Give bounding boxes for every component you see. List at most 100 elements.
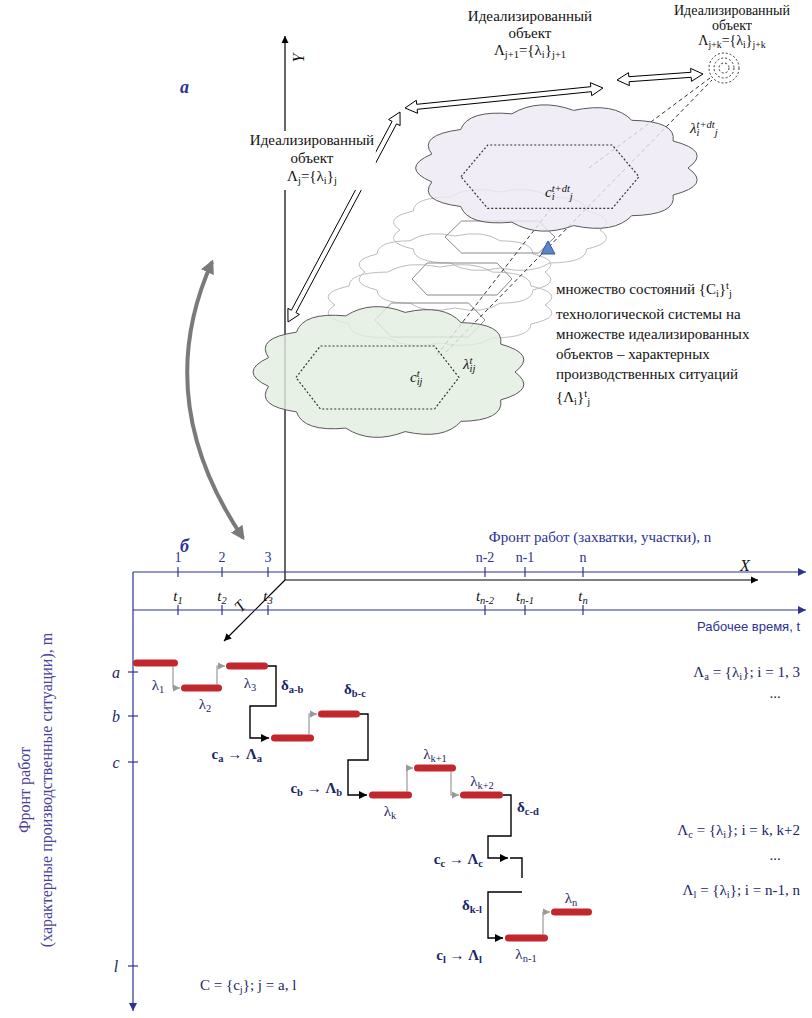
front-axis	[133, 571, 806, 572]
text-run: i	[542, 49, 545, 60]
work-bar	[551, 909, 592, 916]
text-run: t	[469, 355, 472, 366]
label-text: δb-c	[344, 680, 366, 703]
text-run: c	[440, 858, 445, 869]
text-run: t	[726, 280, 729, 291]
text-run: объектов – характерных	[556, 346, 710, 362]
x-axis	[285, 579, 758, 580]
target-circle	[714, 58, 734, 78]
label-text: λ2	[199, 695, 212, 718]
label-text: Фронт работ (захватки, участки), n	[489, 528, 711, 546]
label-text: t2	[217, 587, 226, 610]
text-run: Идеализированный	[250, 132, 374, 148]
tick	[267, 605, 268, 615]
text-run: n-2	[480, 595, 494, 606]
double-arrow	[405, 83, 603, 114]
text-run: t+dt	[696, 119, 714, 130]
label-text: ...	[769, 684, 780, 702]
text-run: Λ	[683, 882, 694, 898]
text-run: λ	[199, 696, 206, 712]
cloud-outline	[253, 307, 524, 438]
text-run: n-1	[523, 953, 537, 964]
label-text: Идеализированный объект Λj+1={λi}j+1	[466, 8, 594, 63]
text-run: Идеализированный	[674, 3, 790, 18]
tick	[524, 567, 525, 577]
text-run: ={λ	[301, 168, 324, 184]
text-run: n-1	[520, 595, 534, 606]
label-text: cl → Λl	[436, 946, 482, 969]
sequence-arrow	[451, 772, 459, 796]
work-bar	[460, 792, 503, 799]
text-run: δ	[281, 677, 289, 693]
text-run: Λ	[677, 822, 688, 838]
label-text: n-1	[516, 549, 535, 566]
text-run: 1	[175, 550, 182, 565]
label-text: ...	[769, 846, 780, 864]
tick	[582, 605, 583, 615]
text-run: l	[479, 954, 482, 965]
text-run: 2	[206, 703, 211, 714]
transition-arrow	[250, 666, 276, 738]
label-text: l	[114, 957, 118, 976]
text-run: k+1	[430, 753, 446, 764]
text-run: ...	[769, 685, 780, 701]
text-run: λ	[423, 746, 430, 762]
label-text: (характерные производственные ситуации),…	[37, 633, 56, 947]
text-run: Рабочее время, t	[697, 619, 800, 634]
text-run: l	[443, 954, 446, 965]
label-text: 3	[265, 549, 272, 566]
label-text: множество состояний {Ci}tj технологическ…	[556, 276, 749, 413]
transition-arrow	[488, 795, 511, 858]
text-run: t	[263, 588, 267, 604]
text-run: i	[324, 175, 327, 186]
text-run: j	[334, 175, 337, 186]
sequence-arrow	[217, 666, 225, 685]
text-run: λ	[690, 120, 697, 136]
label-text: 2	[219, 549, 226, 566]
text-run: (характерные производственные ситуации),…	[38, 633, 55, 947]
tick	[128, 965, 138, 966]
text-run: b	[297, 787, 303, 798]
text-run: Фронт работ (захватки, участки), n	[489, 529, 711, 545]
text-run: t	[516, 588, 520, 604]
label-text: δc-d	[517, 798, 539, 821]
text-run: → Λ	[446, 947, 479, 963]
transition-arrow	[488, 892, 522, 938]
y-axis	[284, 36, 285, 580]
text-run: i	[743, 39, 746, 50]
work-bar	[133, 660, 178, 667]
text-run: a	[257, 753, 262, 764]
label-text: λk+2	[470, 772, 494, 795]
text-run: c	[478, 858, 483, 869]
cloud-outline	[416, 105, 698, 231]
text-run: = {λ	[693, 822, 723, 838]
label-text: а	[180, 76, 189, 98]
label-text: C = {cj}; j = a, l	[200, 976, 296, 999]
text-run: a-b	[289, 684, 304, 695]
label-text: n	[580, 549, 587, 566]
target-circle	[709, 53, 739, 83]
text-run: множестве идеализированных	[556, 326, 749, 342]
tick	[128, 761, 138, 762]
label-text: Λl = {λi}; i = n-1, n	[683, 881, 800, 904]
label-text: λn	[565, 889, 578, 912]
text-run: λ	[565, 890, 572, 906]
tick	[221, 605, 222, 615]
text-run: c	[410, 369, 417, 385]
text-run: j	[715, 127, 718, 138]
text-run: j	[240, 984, 243, 995]
text-run: k+2	[477, 780, 493, 791]
hexagon-outline	[296, 346, 459, 409]
text-run: 3	[251, 682, 256, 693]
text-run: Идеализированный	[468, 8, 592, 24]
text-run: j	[298, 175, 301, 186]
text-run: t	[173, 588, 177, 604]
tick	[128, 715, 138, 716]
text-run: объект	[291, 150, 334, 166]
text-run: c	[212, 746, 219, 762]
text-run: C = {c	[200, 977, 240, 993]
node-outline	[295, 345, 460, 410]
text-run: t	[578, 588, 582, 604]
text-run: j	[472, 363, 475, 374]
